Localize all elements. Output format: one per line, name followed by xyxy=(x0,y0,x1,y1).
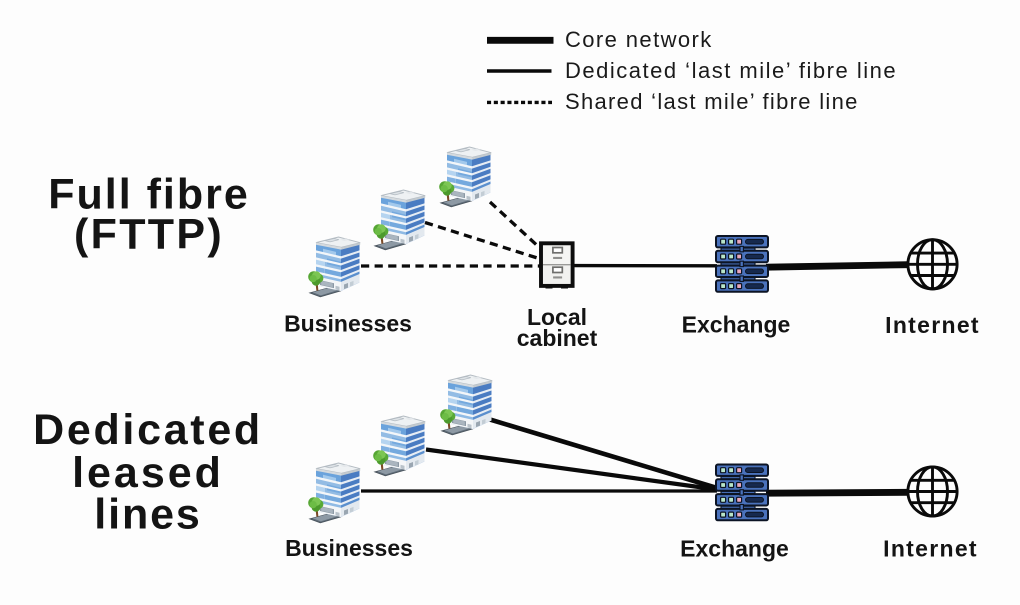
svg-text:cabinet: cabinet xyxy=(517,325,598,351)
svg-text:Dedicated: Dedicated xyxy=(33,406,263,454)
svg-text:Internet: Internet xyxy=(885,312,980,338)
svg-text:Exchange: Exchange xyxy=(680,536,789,562)
svg-text:Exchange: Exchange xyxy=(682,312,791,338)
svg-text:Dedicated ‘last mile’ fibre li: Dedicated ‘last mile’ fibre line xyxy=(565,58,897,83)
svg-text:Businesses: Businesses xyxy=(284,311,412,337)
svg-text:Businesses: Businesses xyxy=(285,535,413,561)
svg-text:lines: lines xyxy=(94,491,202,539)
svg-text:(FTTP): (FTTP) xyxy=(74,211,224,259)
svg-text:Internet: Internet xyxy=(883,536,978,562)
svg-text:Core network: Core network xyxy=(565,27,713,52)
svg-text:Shared ‘last mile’ fibre line: Shared ‘last mile’ fibre line xyxy=(565,89,859,114)
